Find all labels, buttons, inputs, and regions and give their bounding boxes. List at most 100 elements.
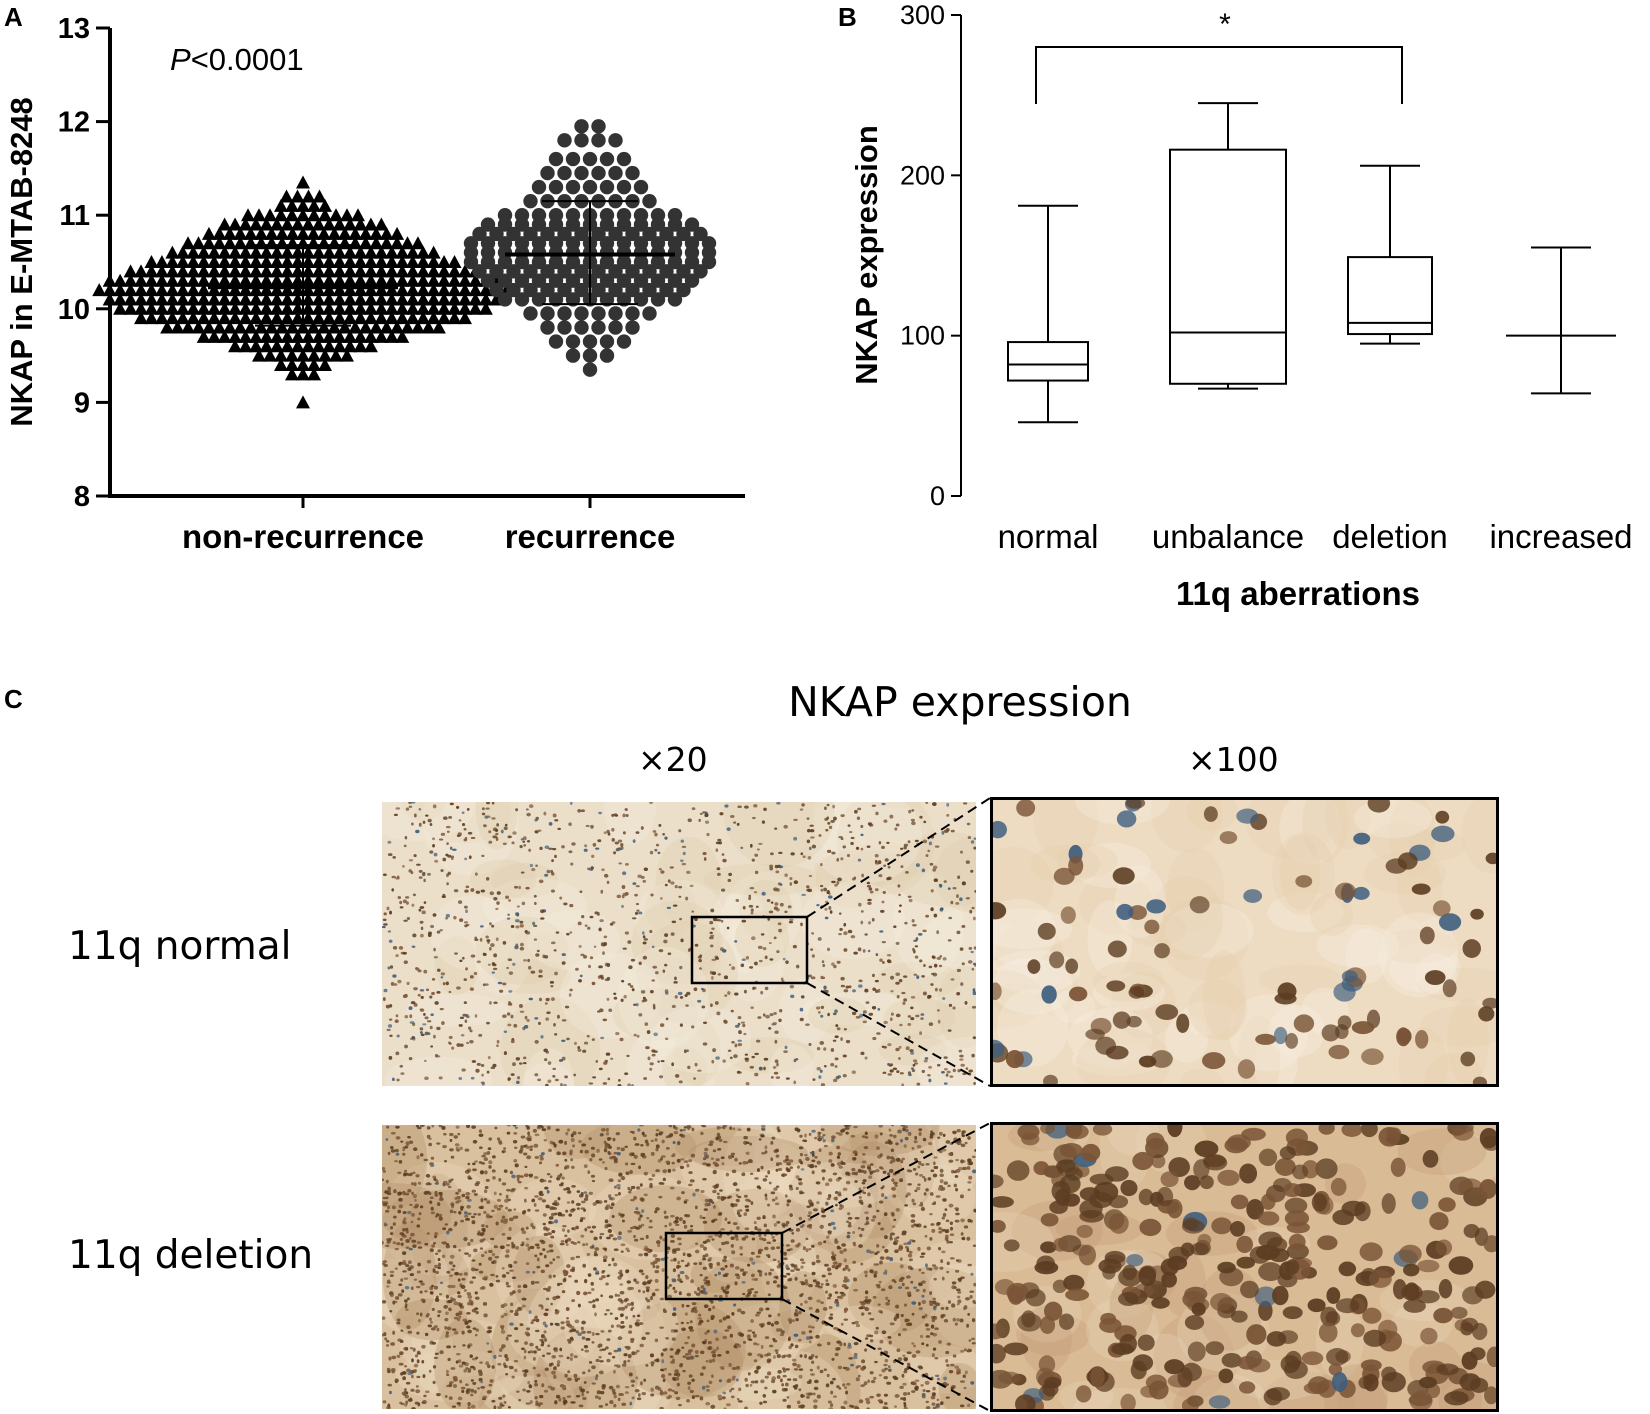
chart-a-point	[384, 329, 399, 343]
chart-a-point	[421, 320, 436, 334]
chart-a-point	[642, 264, 657, 279]
chart-a-point	[233, 320, 248, 334]
chart-a-point	[228, 255, 243, 268]
chart-a-point	[548, 179, 564, 195]
chart-a-point	[374, 264, 389, 278]
chart-a-point	[296, 208, 310, 222]
chart-a-point	[353, 283, 368, 297]
chart-a-point	[437, 292, 452, 306]
chart-a-point	[667, 254, 683, 270]
chart-b-y-tick-label: 200	[900, 160, 945, 190]
chart-a-point	[616, 334, 632, 349]
chart-a-point	[374, 283, 389, 297]
chart-a-y-tick-label: 11	[59, 200, 90, 232]
chart-a-point	[489, 226, 504, 242]
chart-a-point	[468, 283, 483, 297]
chart-a-point	[457, 301, 472, 315]
chart-a-point	[217, 255, 232, 268]
chart-b-x-tick-label: deletion	[1332, 518, 1448, 555]
chart-a-point	[318, 348, 332, 362]
chart-a-point	[489, 282, 504, 298]
chart-a-point	[228, 311, 243, 325]
chart-a-point	[228, 245, 243, 259]
chart-a-y-tick-label: 12	[58, 107, 90, 139]
chart-a-point	[280, 339, 295, 353]
chart-a-point	[165, 273, 180, 287]
chart-a-point	[259, 292, 274, 306]
chart-a-point	[306, 320, 321, 334]
chart-a-y-tick-label: 10	[58, 294, 90, 326]
chart-a-point	[426, 301, 441, 315]
chart-a-point	[196, 245, 211, 259]
row-label-11q-normal: 11q normal	[68, 924, 292, 969]
chart-a-point	[353, 301, 368, 315]
chart-a-point	[311, 245, 326, 259]
chart-a-point	[196, 273, 211, 287]
chart-a-point	[269, 273, 284, 287]
chart-a-point	[316, 320, 331, 334]
chart-a-point	[426, 283, 441, 297]
chart-a-point	[296, 198, 310, 212]
chart-a-point	[684, 273, 700, 288]
chart-a-point	[340, 348, 354, 362]
chart-a-point	[316, 226, 331, 240]
chart-a-point	[457, 311, 472, 325]
chart-b-y-tick-label: 100	[900, 321, 945, 351]
chart-a-point	[228, 283, 243, 297]
chart-a-point	[217, 264, 232, 278]
chart-a-point	[329, 208, 343, 222]
chart-a-point	[353, 217, 368, 231]
chart-a-point	[280, 245, 295, 259]
chart-a-point	[591, 306, 606, 321]
chart-a-point	[175, 273, 190, 287]
chart-a-point	[290, 283, 305, 297]
magnification-x100: ×100	[1188, 740, 1279, 779]
chart-a-point	[269, 311, 284, 325]
chart-a-point	[523, 306, 538, 321]
chart-a-point	[301, 264, 316, 278]
chart-a-point	[296, 357, 310, 371]
chart-a-point	[301, 189, 316, 203]
p-value-text: <0.0001	[191, 42, 304, 77]
chart-a-point	[625, 306, 640, 321]
chart-a-point	[165, 255, 180, 268]
chart-a-point	[238, 264, 253, 278]
chart-a-point	[311, 301, 326, 315]
chart-a-point	[390, 236, 405, 250]
chart-a-point	[134, 273, 149, 287]
chart-a-point	[186, 255, 201, 268]
chart-a-point	[123, 301, 138, 315]
chart-a-point	[207, 283, 222, 297]
chart-a-point	[540, 264, 555, 279]
chart-a-point	[186, 311, 201, 325]
micrograph-deletion-x100	[990, 1122, 1499, 1412]
chart-a-point	[379, 320, 394, 334]
chart-b-box	[1169, 148, 1287, 385]
chart-a-point	[301, 255, 316, 268]
chart-a-point	[285, 367, 299, 381]
chart-a-point	[468, 273, 483, 287]
chart-a-point	[186, 292, 201, 306]
chart-a-point	[222, 226, 237, 240]
chart-a-point	[269, 255, 284, 268]
chart-a-point	[186, 264, 201, 278]
chart-a-point	[684, 254, 700, 270]
chart-a-point	[379, 236, 394, 250]
chart-a-point	[582, 179, 598, 195]
chart-a-point	[322, 245, 337, 259]
chart-a-point	[343, 245, 358, 259]
chart-a-point	[332, 283, 347, 297]
chart-a-point	[228, 301, 243, 315]
chart-a-point	[642, 282, 657, 298]
chart-a-point	[625, 320, 640, 335]
chart-a-point	[478, 292, 493, 306]
chart-a-point	[343, 329, 358, 343]
chart-a-point	[478, 283, 493, 297]
chart-a-point	[599, 334, 615, 349]
chart-a-point	[329, 348, 343, 362]
chart-b-x-tick-label: normal	[998, 518, 1099, 555]
chart-a-point	[506, 264, 521, 279]
chart-a-point	[207, 301, 222, 315]
chart-a-point	[217, 283, 232, 297]
